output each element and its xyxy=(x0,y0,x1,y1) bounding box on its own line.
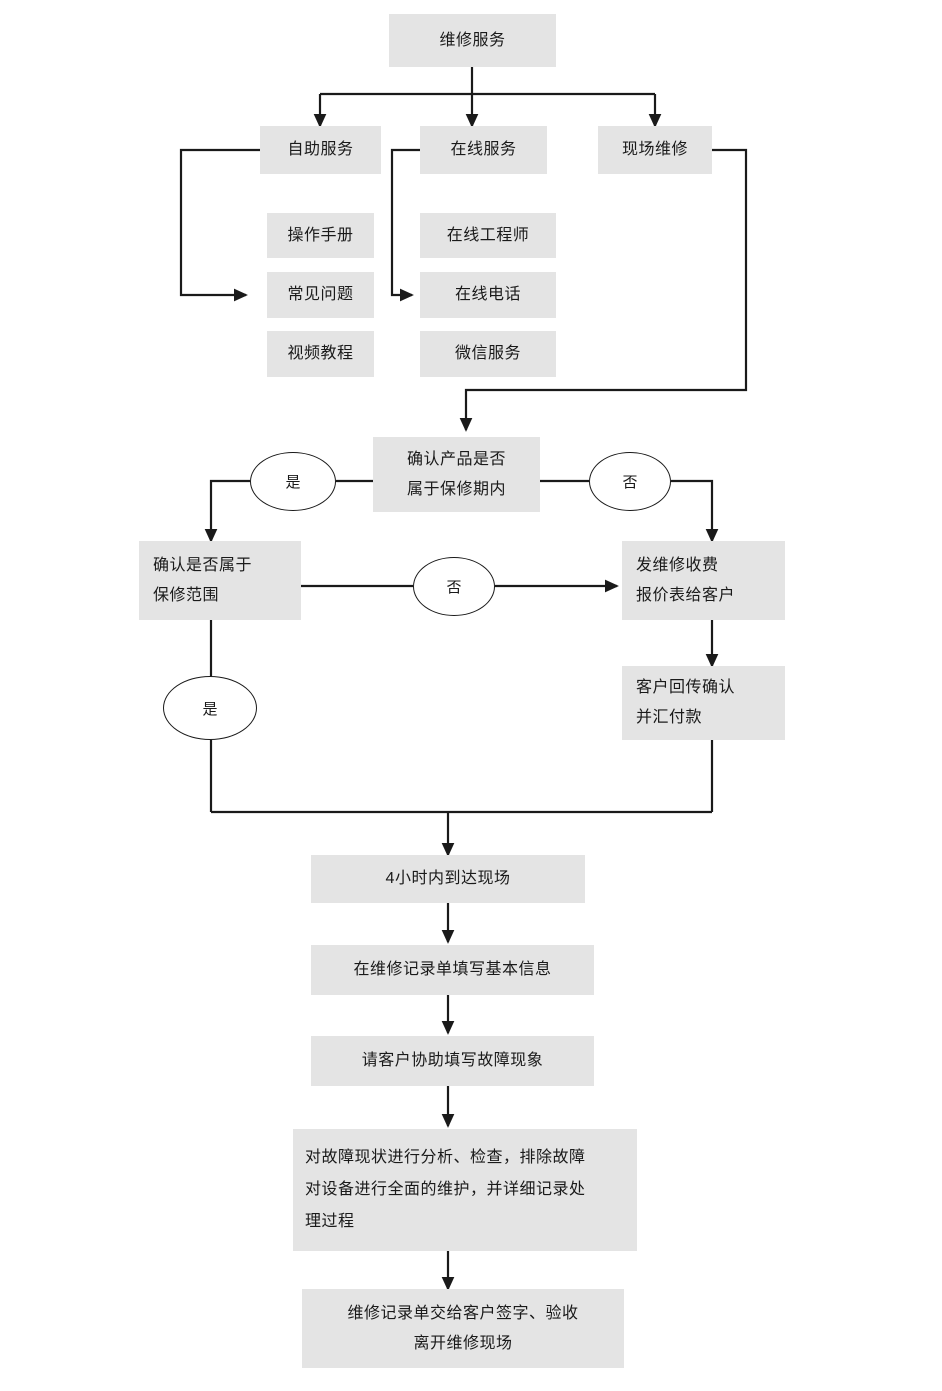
ellipse-no-warranty-scope-label: 否 xyxy=(446,579,462,596)
node-analyze-and-repair-label: 对故障现状进行分析、检查，排除故障 对设备进行全面的维护，并详细记录处 理过程 xyxy=(305,1149,586,1230)
edge-online-service-loop xyxy=(390,148,420,302)
node-send-quote-label: 发维修收费 报价表给客户 xyxy=(636,556,736,604)
ellipse-yes-warranty-period[interactable]: 是 xyxy=(250,452,336,511)
node-fill-fault-symptom[interactable]: 请客户协助填写故障现象 xyxy=(311,1036,594,1086)
node-online-phone-label: 在线电话 xyxy=(454,286,521,303)
node-arrive-onsite[interactable]: 4小时内到达现场 xyxy=(311,855,585,903)
node-warranty-scope-check[interactable]: 确认是否属于 保修范围 xyxy=(139,541,301,620)
node-fill-basic-info-label: 在维修记录单填写基本信息 xyxy=(353,961,552,978)
edge-self-service-loop xyxy=(179,148,260,302)
node-faq-label: 常见问题 xyxy=(287,286,354,303)
ellipse-yes-warranty-scope-label: 是 xyxy=(202,700,218,718)
node-online-service-label: 在线服务 xyxy=(450,141,517,158)
node-fill-basic-info[interactable]: 在维修记录单填写基本信息 xyxy=(311,945,594,995)
edge-no-to-quote xyxy=(671,479,719,543)
ellipse-yes-warranty-period-label: 是 xyxy=(285,474,301,491)
ellipse-no-warranty-period[interactable]: 否 xyxy=(589,452,671,511)
ellipse-no-warranty-period-label: 否 xyxy=(622,474,638,491)
node-operation-manual-label: 操作手册 xyxy=(287,226,354,244)
node-warranty-period-check-label: 确认产品是否 属于保修期内 xyxy=(406,450,506,498)
node-signoff-and-leave-label: 维修记录单交给客户签字、验收 离开维修现场 xyxy=(347,1304,579,1352)
node-customer-confirm-payment[interactable]: 客户回传确认 并汇付款 xyxy=(622,666,785,740)
node-online-engineer-label: 在线工程师 xyxy=(446,226,530,244)
node-send-quote[interactable]: 发维修收费 报价表给客户 xyxy=(622,541,785,620)
node-root-label: 维修服务 xyxy=(439,31,506,49)
node-signoff-and-leave[interactable]: 维修记录单交给客户签字、验收 离开维修现场 xyxy=(302,1289,624,1368)
node-root[interactable]: 维修服务 xyxy=(389,14,556,67)
node-onsite-repair[interactable]: 现场维修 xyxy=(598,126,712,174)
node-self-service[interactable]: 自助服务 xyxy=(260,126,381,174)
node-online-phone[interactable]: 在线电话 xyxy=(420,272,556,318)
node-operation-manual[interactable]: 操作手册 xyxy=(267,213,374,258)
ellipse-no-warranty-scope[interactable]: 否 xyxy=(413,557,495,616)
node-warranty-scope-check-label: 确认是否属于 保修范围 xyxy=(153,556,253,604)
edge-yes-to-scope-check xyxy=(204,479,250,543)
node-video-tutorial[interactable]: 视频教程 xyxy=(267,331,374,377)
node-arrive-onsite-label: 4小时内到达现场 xyxy=(385,870,511,887)
node-online-engineer[interactable]: 在线工程师 xyxy=(420,213,556,258)
node-analyze-and-repair[interactable]: 对故障现状进行分析、检查，排除故障 对设备进行全面的维护，并详细记录处 理过程 xyxy=(293,1129,637,1251)
node-self-service-label: 自助服务 xyxy=(287,141,354,158)
ellipse-yes-warranty-scope[interactable]: 是 xyxy=(163,676,257,740)
node-wechat-service-label: 微信服务 xyxy=(454,345,521,362)
node-onsite-repair-label: 现场维修 xyxy=(621,141,688,158)
node-customer-confirm-payment-label: 客户回传确认 并汇付款 xyxy=(636,679,736,726)
node-wechat-service[interactable]: 微信服务 xyxy=(420,331,556,377)
node-fill-fault-symptom-label: 请客户协助填写故障现象 xyxy=(361,1052,544,1069)
node-online-service[interactable]: 在线服务 xyxy=(420,126,547,174)
node-video-tutorial-label: 视频教程 xyxy=(287,345,354,362)
node-faq[interactable]: 常见问题 xyxy=(267,272,374,318)
node-warranty-period-check[interactable]: 确认产品是否 属于保修期内 xyxy=(373,437,540,512)
